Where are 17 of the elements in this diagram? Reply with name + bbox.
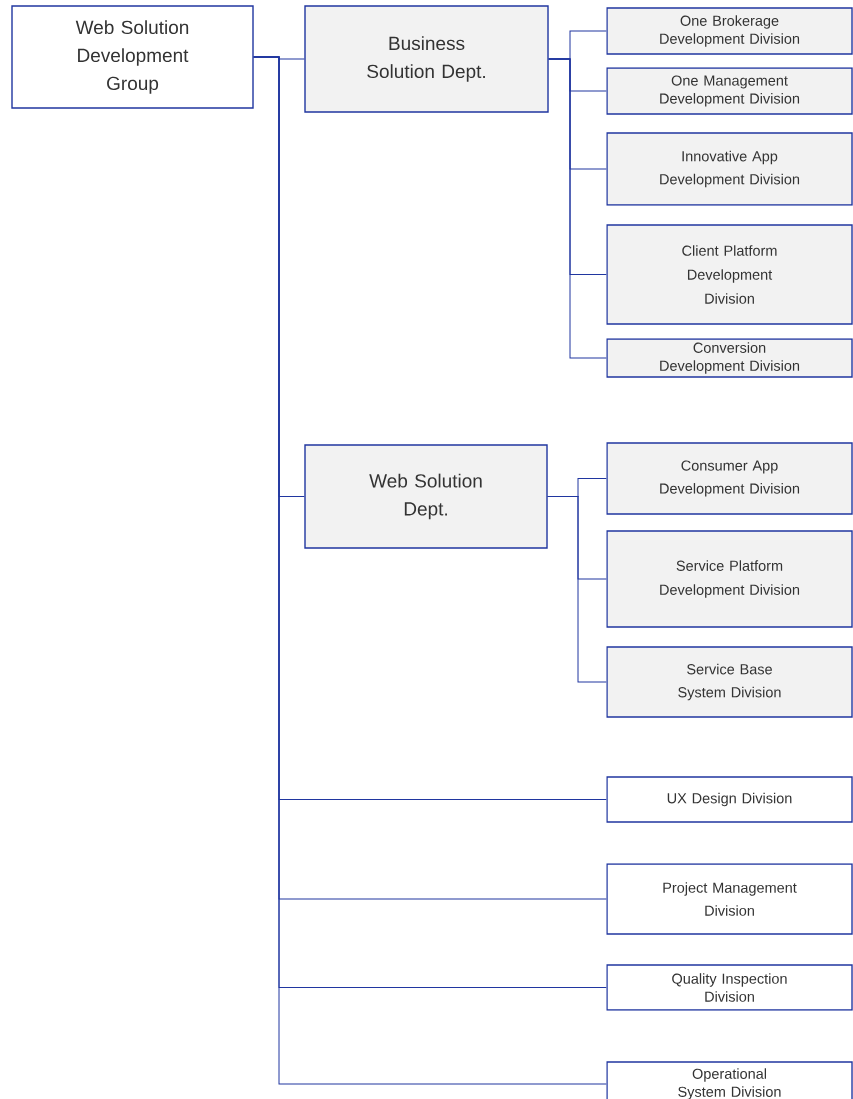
division-box: UX Design Division — [606, 776, 853, 823]
division-box: Project Management Division — [606, 863, 853, 935]
division-box: Client Platform Development Division — [606, 224, 853, 325]
group-box: Web Solution Development Group — [11, 5, 254, 109]
division-box: Consumer App Development Division — [606, 442, 853, 515]
department-box: Business Solution Dept. — [304, 5, 549, 113]
connector-line — [548, 58, 607, 359]
division-box: Quality Inspection Division — [606, 964, 853, 1011]
division-box: Conversion Development Division — [606, 338, 853, 378]
division-box: Innovative App Development Division — [606, 132, 853, 206]
division-box: One Brokerage Development Division — [606, 7, 853, 55]
connector-line — [547, 496, 607, 683]
division-box: One Management Development Division — [606, 67, 853, 115]
department-box: Web Solution Dept. — [304, 444, 548, 549]
division-box: Service Base System Division — [606, 646, 853, 718]
division-box: Service Platform Development Division — [606, 530, 853, 628]
division-box: Operational System Division — [606, 1061, 853, 1099]
